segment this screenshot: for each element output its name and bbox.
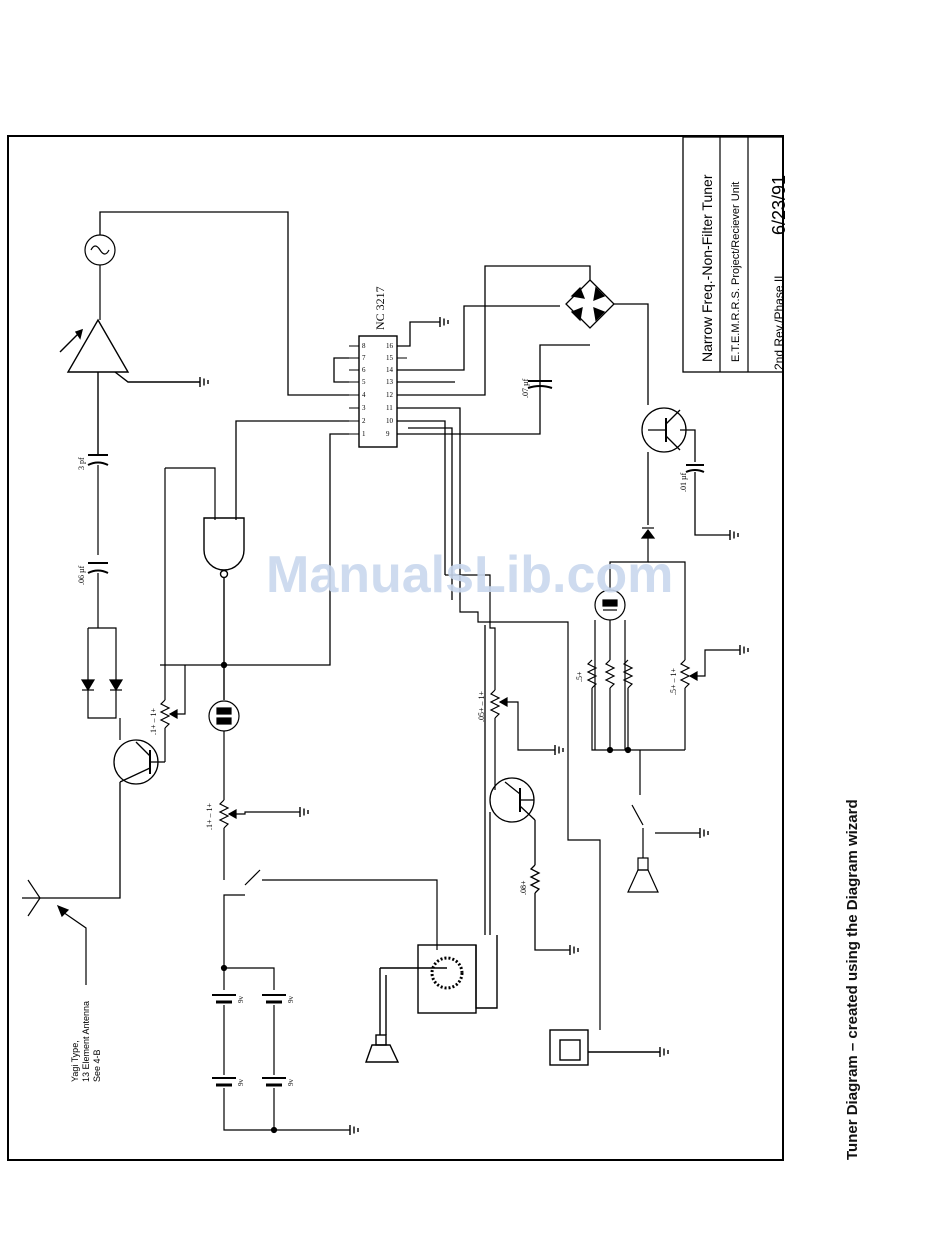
title-text: Narrow Freq.-Non-Filter Tuner [699, 174, 715, 362]
chip-pin-label: 16 [386, 342, 394, 350]
project-text: E.T.E.M.R.R.S. Project/Reciever Unit [730, 182, 742, 362]
ground-icon [739, 645, 749, 655]
drawing-frame [7, 135, 784, 1161]
battery-bank: 9v 9v 9v 9v [212, 964, 350, 1134]
ground-icon [569, 945, 579, 955]
chip-pin-label: 2 [362, 417, 366, 425]
cap-06uf: .06 µf [77, 562, 109, 628]
oscillator [84, 234, 116, 320]
chip-pin-label: 11 [386, 404, 393, 412]
watermark: ManualsLib.com [266, 546, 674, 604]
ground-icon [729, 530, 739, 540]
chip-pin-label: 13 [386, 378, 394, 386]
switch-speaker-right [627, 804, 700, 893]
pot-5b-label: .5+ – 1+ [669, 667, 678, 695]
antenna-label-2: 13 Element Antenna [81, 1001, 91, 1082]
title-block: Narrow Freq.-Non-Filter Tuner E.T.E.M.R.… [682, 136, 789, 373]
antenna: Yagi Type, 13 Element Antenna See 4-B [22, 879, 102, 1082]
ground-icon [699, 828, 709, 838]
ic-nc3217: NC 3217 8 16 7 15 6 14 5 13 4 12 3 11 2 10 1 9 [349, 286, 407, 448]
transistor-q2: .08+ [484, 625, 570, 951]
pot-1a: .1+ – 1+ [149, 467, 216, 762]
cap-07uf: .07 µf [521, 378, 553, 398]
antenna-label-1: Yagi Type, [70, 1040, 80, 1082]
ground-icon [554, 745, 564, 755]
battery-4-label: 9v [287, 1079, 295, 1087]
battery-1-label: 9v [237, 996, 245, 1004]
resistor-bank: .5+ [575, 620, 685, 795]
amplifier [59, 318, 200, 455]
ground-icon [199, 377, 209, 387]
transistor-q1 [40, 739, 165, 899]
chip-pin-label: 10 [386, 417, 394, 425]
transistor-q3: .01 µf [641, 407, 730, 536]
lamp-left [208, 700, 240, 800]
chip-label: NC 3217 [373, 286, 387, 330]
ground-icon [349, 1125, 359, 1135]
pot-5a-label: .5+ [575, 671, 584, 682]
chip-wiring [99, 211, 591, 666]
chip-pin-label: 7 [362, 354, 366, 362]
battery-2-label: 9v [287, 996, 295, 1004]
ground-icon [659, 1047, 669, 1057]
chip-pin-label: 1 [362, 430, 366, 438]
pot-1b: .1+ – 1+ [205, 799, 300, 880]
diode-pair [80, 627, 124, 740]
figure-caption: Tuner Diagram – created using the Diagra… [844, 799, 861, 1160]
pot-1a-label: .1+ – 1+ [149, 707, 158, 735]
chip-pin-label: 14 [386, 366, 394, 374]
square-element [549, 1029, 660, 1066]
tuner-coil [365, 935, 498, 1063]
chip-pin-label: 3 [362, 404, 366, 412]
ground-icon [299, 807, 309, 817]
battery-3-label: 9v [237, 1079, 245, 1087]
pot-05: .05+ – 1+ [445, 574, 601, 1030]
chip-pin-label: 12 [386, 391, 394, 399]
chip-pin-label: 9 [386, 430, 390, 438]
pot-5-1: .5+ – 1+ [669, 649, 740, 750]
pot-1b-label: .1+ – 1+ [205, 802, 214, 830]
cap-3pf-label: 3 pf [77, 457, 86, 470]
date-text: 6/23/91 [769, 175, 789, 235]
bridge-rectifier [565, 279, 649, 405]
chip-pin-label: 8 [362, 342, 366, 350]
cap-3pf: 3 pf [77, 454, 109, 555]
switch-left [223, 869, 438, 968]
chip-pin-label: 15 [386, 354, 394, 362]
chip-pin-label: 6 [362, 366, 366, 374]
antenna-label-3: See 4-B [92, 1049, 102, 1082]
chip-pin-label: 5 [362, 378, 366, 386]
diode-right [609, 527, 686, 660]
cap-01-label: .01 µf [679, 472, 688, 492]
revision-text: 2nd Rev./Phase II [772, 276, 786, 371]
ground-icon [439, 317, 449, 327]
res-08-label: .08+ [519, 880, 528, 895]
and-gate [203, 517, 245, 700]
pot-05-label: .05+ – 1+ [477, 690, 486, 722]
cap-06-label: .06 µf [77, 565, 86, 585]
cap-07-label: .07 µf [521, 378, 530, 398]
chip-pin-label: 4 [362, 391, 366, 399]
